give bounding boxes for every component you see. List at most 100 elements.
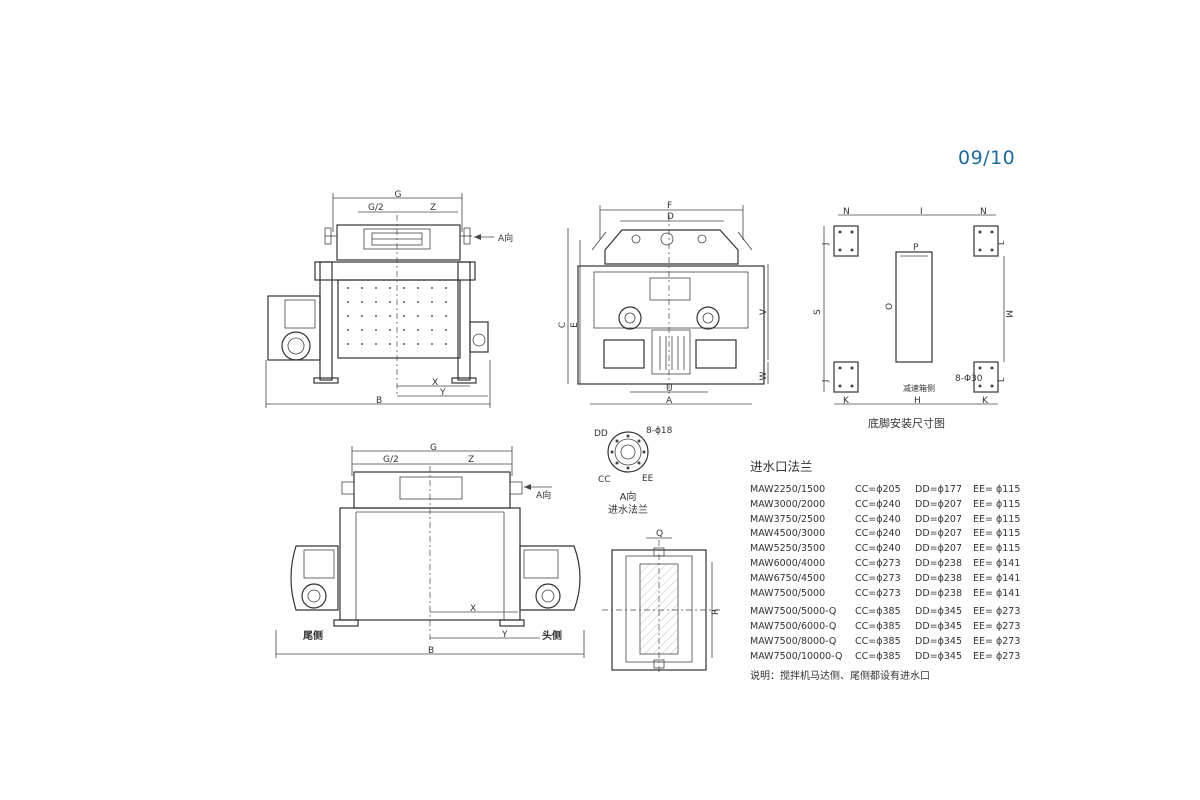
dim-s: S [813, 309, 823, 315]
foot-caption: 底脚安装尺寸图 [868, 416, 945, 430]
dim-g-half: G/2 [368, 203, 384, 213]
dim-g-bottom: G [430, 443, 437, 453]
dim-b-bottom: B [428, 646, 434, 656]
model: MAW6000/4000 [750, 557, 826, 569]
cc-value: CC=ϕ240 [855, 543, 901, 555]
dim-v: V [759, 308, 769, 315]
dim-k-left: K [843, 396, 850, 406]
foot-mounting-view: N N I J L J L P O S M 8-Φ30 减速箱侧 K K H 底… [813, 207, 1013, 430]
front-elevation-bottom-view: G G/2 Z A向 X Y [275, 443, 585, 658]
dd-value: DD=ϕ345 [915, 635, 962, 647]
dim-g: G [395, 190, 402, 200]
a-direction-label: A向 [498, 232, 513, 244]
cc-value: CC=ϕ205 [855, 484, 901, 495]
spec-row: MAW6750/4500 CC=ϕ273 DD=ϕ238 EE= ϕ141 [750, 572, 1040, 587]
dd-value: DD=ϕ207 [915, 513, 962, 525]
cc-value: CC=ϕ385 [855, 650, 901, 662]
ee-value: EE= ϕ141 [973, 557, 1021, 569]
ee-value: EE= ϕ115 [973, 484, 1021, 495]
dim-g-half-bottom: G/2 [383, 455, 399, 465]
dd-value: DD=ϕ207 [915, 498, 962, 510]
dim-q: Q [656, 529, 663, 539]
dim-u: U [666, 384, 673, 394]
dim-p: P [913, 243, 919, 253]
dim-m: M [1003, 310, 1013, 318]
ee-value: EE= ϕ273 [973, 635, 1021, 647]
cc-value: CC=ϕ385 [855, 621, 901, 633]
spec-note: 说明：搅拌机马达侧、尾侧都设有进水口 [750, 670, 930, 682]
dd-value: DD=ϕ345 [915, 621, 962, 633]
dd-value: DD=ϕ238 [915, 587, 962, 599]
model: MAW7500/6000-Q [750, 621, 837, 633]
front-elevation-view: G G/2 Z A向 [265, 190, 513, 408]
cc-value: CC=ϕ240 [855, 528, 901, 540]
dim-k-right: K [982, 396, 989, 406]
model: MAW3000/2000 [750, 498, 826, 510]
spec-title: 进水口法兰 [750, 459, 813, 474]
dim-i: I [920, 207, 923, 217]
ee-value: EE= ϕ115 [973, 543, 1021, 555]
flange-view: DD 8-ϕ18 CC EE A向 进水法兰 [594, 426, 673, 516]
dim-h: H [914, 396, 921, 406]
ee-value: EE= ϕ273 [973, 650, 1021, 662]
tail-side-label: 尾侧 [303, 629, 323, 642]
reducer-side-label: 减速箱侧 [903, 383, 935, 393]
cc-value: CC=ϕ240 [855, 498, 901, 510]
dim-j-left: J [821, 243, 830, 246]
dim-r: R [711, 609, 721, 615]
dim-a: A [666, 396, 673, 406]
cc-value: CC=ϕ385 [855, 635, 901, 647]
ee-value: EE= ϕ141 [973, 572, 1021, 584]
hole-note: 8-Φ30 [955, 374, 983, 384]
dd-value: DD=ϕ238 [915, 572, 962, 584]
dim-z-bottom: Z [468, 455, 474, 465]
ee-value: EE= ϕ115 [973, 513, 1021, 525]
dd-value: DD=ϕ345 [915, 650, 962, 662]
dim-l-right-top: L [997, 240, 1006, 245]
ee-value: EE= ϕ273 [973, 606, 1021, 618]
flange-dd: DD [594, 429, 608, 439]
dim-y-bottom: Y [501, 630, 508, 640]
dd-value: DD=ϕ207 [915, 543, 962, 555]
dd-value: DD=ϕ345 [915, 606, 962, 618]
dim-x: X [432, 378, 438, 388]
dim-c: C [558, 322, 568, 328]
drawing-sheet [168, 132, 1040, 672]
ee-value: EE= ϕ273 [973, 621, 1021, 633]
cc-value: CC=ϕ240 [855, 513, 901, 525]
head-side-label: 头侧 [542, 629, 562, 642]
spec-row: MAW6000/4000 CC=ϕ273 DD=ϕ238 EE= ϕ141 [750, 557, 1040, 572]
dim-z: Z [430, 203, 436, 213]
dd-value: DD=ϕ238 [915, 557, 962, 569]
model: MAW3750/2500 [750, 513, 826, 525]
dd-value: DD=ϕ177 [915, 484, 962, 495]
dim-e: E [570, 322, 580, 328]
dim-w: W [759, 371, 769, 380]
spec-row: MAW7500/6000-Q CC=ϕ385 DD=ϕ345 EE= ϕ273 [750, 620, 1040, 635]
dim-y: Y [439, 388, 446, 398]
flange-caption-a: A向 [620, 490, 637, 503]
cc-value: CC=ϕ273 [855, 557, 901, 569]
dim-n-right: N [980, 207, 987, 217]
side-elevation-view: F D C E V W [558, 201, 769, 406]
model: MAW7500/5000-Q [750, 606, 837, 618]
ee-value: EE= ϕ115 [973, 528, 1021, 540]
dim-l-left: L [997, 377, 1006, 382]
flange-caption: 进水法兰 [608, 503, 648, 516]
model: MAW6750/4500 [750, 572, 826, 584]
flange-holes: 8-ϕ18 [646, 426, 673, 436]
cc-value: CC=ϕ273 [855, 572, 901, 584]
dim-o: O [885, 303, 895, 310]
page-number: 09/10 [958, 147, 1016, 169]
flange-cc: CC [598, 475, 611, 485]
cc-value: CC=ϕ273 [855, 587, 901, 599]
inlet-section-view: Q R [602, 529, 721, 672]
